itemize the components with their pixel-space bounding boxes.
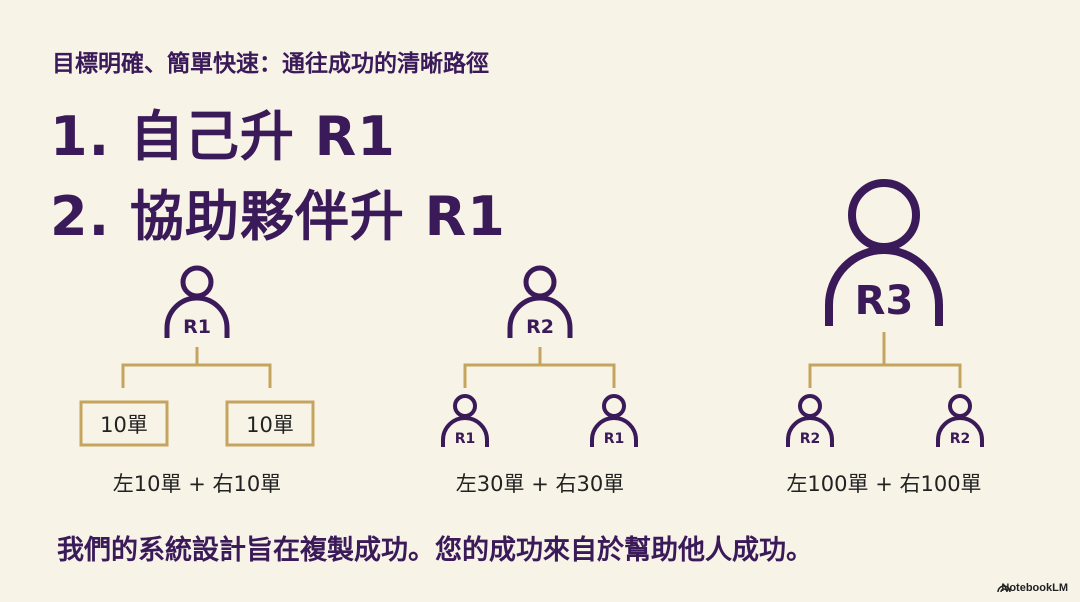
- rank-label: R2: [526, 316, 554, 338]
- person-icon: [164, 265, 230, 338]
- rank-label: R2: [950, 431, 971, 447]
- person-icon: [441, 394, 489, 447]
- person-icon: [936, 394, 984, 447]
- rank-label: R1: [604, 431, 625, 447]
- caption: 左10單 + 右10單: [113, 472, 281, 496]
- brand-label: NotebookLM: [1001, 582, 1068, 594]
- diagram-r1: R1 10單 10單 左10單 + 右10單: [79, 265, 315, 496]
- tree-connector: [463, 347, 616, 388]
- order-box-label: 10單: [246, 413, 294, 437]
- person-icon: [786, 394, 834, 447]
- caption: 左30單 + 右30單: [456, 472, 624, 496]
- order-box: [79, 400, 169, 447]
- person-icon: [590, 394, 638, 447]
- diagram-r2: R2 R1 R1 左30單 + 右30單: [441, 265, 638, 496]
- order-box-label: 10單: [100, 413, 148, 437]
- tree-connector: [808, 332, 962, 388]
- person-icon: [825, 179, 943, 326]
- footer-message: 我們的系統設計旨在複製成功。您的成功來自於幫助他人成功。: [57, 535, 813, 566]
- diagram-r3: R3 R2 R2 左100單 + 右100單: [786, 179, 984, 496]
- rank-label: R1: [455, 431, 476, 447]
- caption: 左100單 + 右100單: [786, 472, 981, 496]
- goal-2: 2. 協助夥伴升 R1: [50, 185, 506, 248]
- subtitle: 目標明確、簡單快速：通往成功的清晰路徑: [52, 51, 489, 77]
- goal-1: 1. 自己升 R1: [50, 105, 396, 168]
- order-box: [225, 400, 315, 447]
- tree-connector: [121, 347, 272, 388]
- rank-label: R2: [800, 431, 821, 447]
- notebooklm-logo-icon: [997, 585, 1011, 593]
- rank-label: R3: [855, 278, 914, 324]
- rank-label: R1: [183, 316, 211, 338]
- person-icon: [507, 265, 573, 338]
